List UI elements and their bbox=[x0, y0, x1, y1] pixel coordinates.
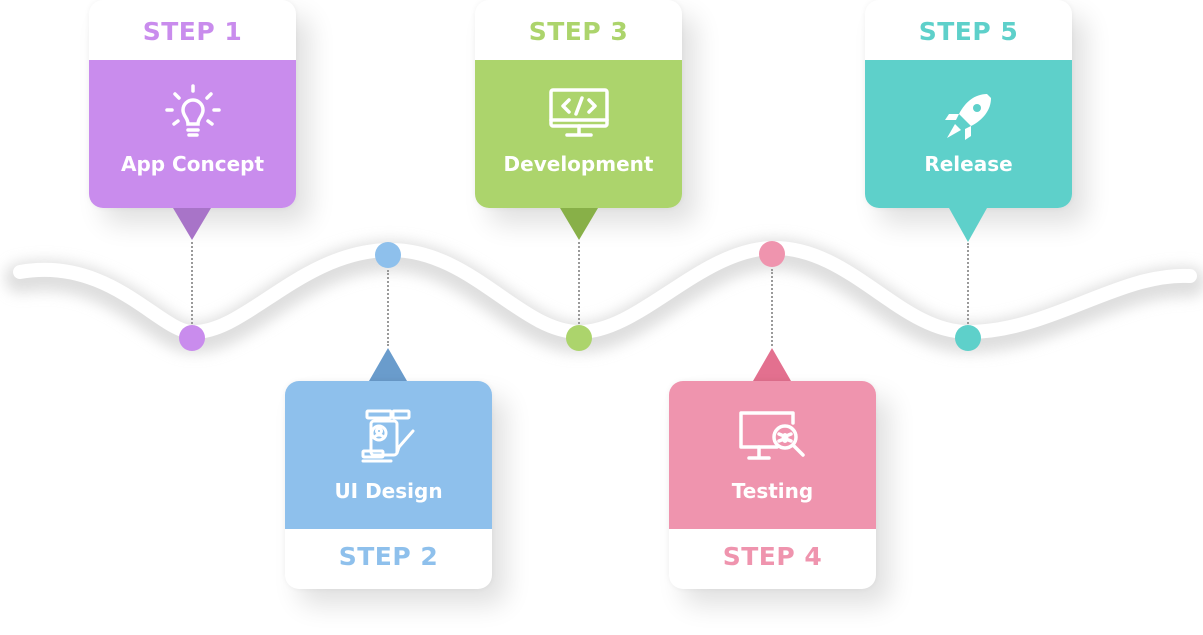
code-monitor-icon bbox=[475, 80, 682, 148]
step-1-node bbox=[179, 325, 205, 351]
step-4-body: Testing bbox=[669, 381, 876, 529]
lightbulb-icon bbox=[89, 80, 296, 148]
step-3-node bbox=[566, 325, 592, 351]
step-2-node bbox=[375, 242, 401, 268]
step-5-pointer bbox=[949, 208, 987, 242]
step-3-pointer bbox=[560, 208, 598, 240]
step-5-node bbox=[955, 325, 981, 351]
step-4-label: STEP 4 bbox=[722, 542, 823, 571]
step-4-title: Testing bbox=[731, 479, 814, 503]
rocket-icon bbox=[865, 86, 1072, 150]
step-1-title: App Concept bbox=[120, 152, 265, 176]
step-1-connector bbox=[191, 242, 193, 324]
step-1-card: STEP 1 App Concept bbox=[89, 0, 296, 208]
step-4-card: Testing STEP 4 bbox=[669, 381, 876, 589]
step-3-label: STEP 3 bbox=[528, 17, 629, 46]
step-2-pointer bbox=[369, 348, 407, 381]
step-3-title: Development bbox=[503, 152, 654, 176]
step-2-label: STEP 2 bbox=[338, 542, 439, 571]
ui-design-icon bbox=[285, 407, 492, 471]
step-4-pointer bbox=[753, 348, 791, 381]
step-5-title: Release bbox=[924, 152, 1013, 176]
bug-search-monitor-icon bbox=[669, 407, 876, 471]
step-5-card: STEP 5 Release bbox=[865, 0, 1072, 208]
step-1-label: STEP 1 bbox=[142, 17, 243, 46]
step-4-node bbox=[759, 241, 785, 267]
step-3-card: STEP 3 Development bbox=[475, 0, 682, 208]
step-2-connector bbox=[387, 270, 389, 346]
step-2-title: UI Design bbox=[334, 479, 443, 503]
step-3-body: Development bbox=[475, 60, 682, 208]
step-1-pointer bbox=[173, 208, 211, 240]
step-5-body: Release bbox=[865, 60, 1072, 208]
step-2-card: UI Design STEP 2 bbox=[285, 381, 492, 589]
step-1-body: App Concept bbox=[89, 60, 296, 208]
step-2-body: UI Design bbox=[285, 381, 492, 529]
step-3-connector bbox=[578, 242, 580, 324]
step-4-connector bbox=[771, 269, 773, 346]
step-5-label: STEP 5 bbox=[918, 17, 1019, 46]
step-5-connector bbox=[967, 243, 969, 324]
